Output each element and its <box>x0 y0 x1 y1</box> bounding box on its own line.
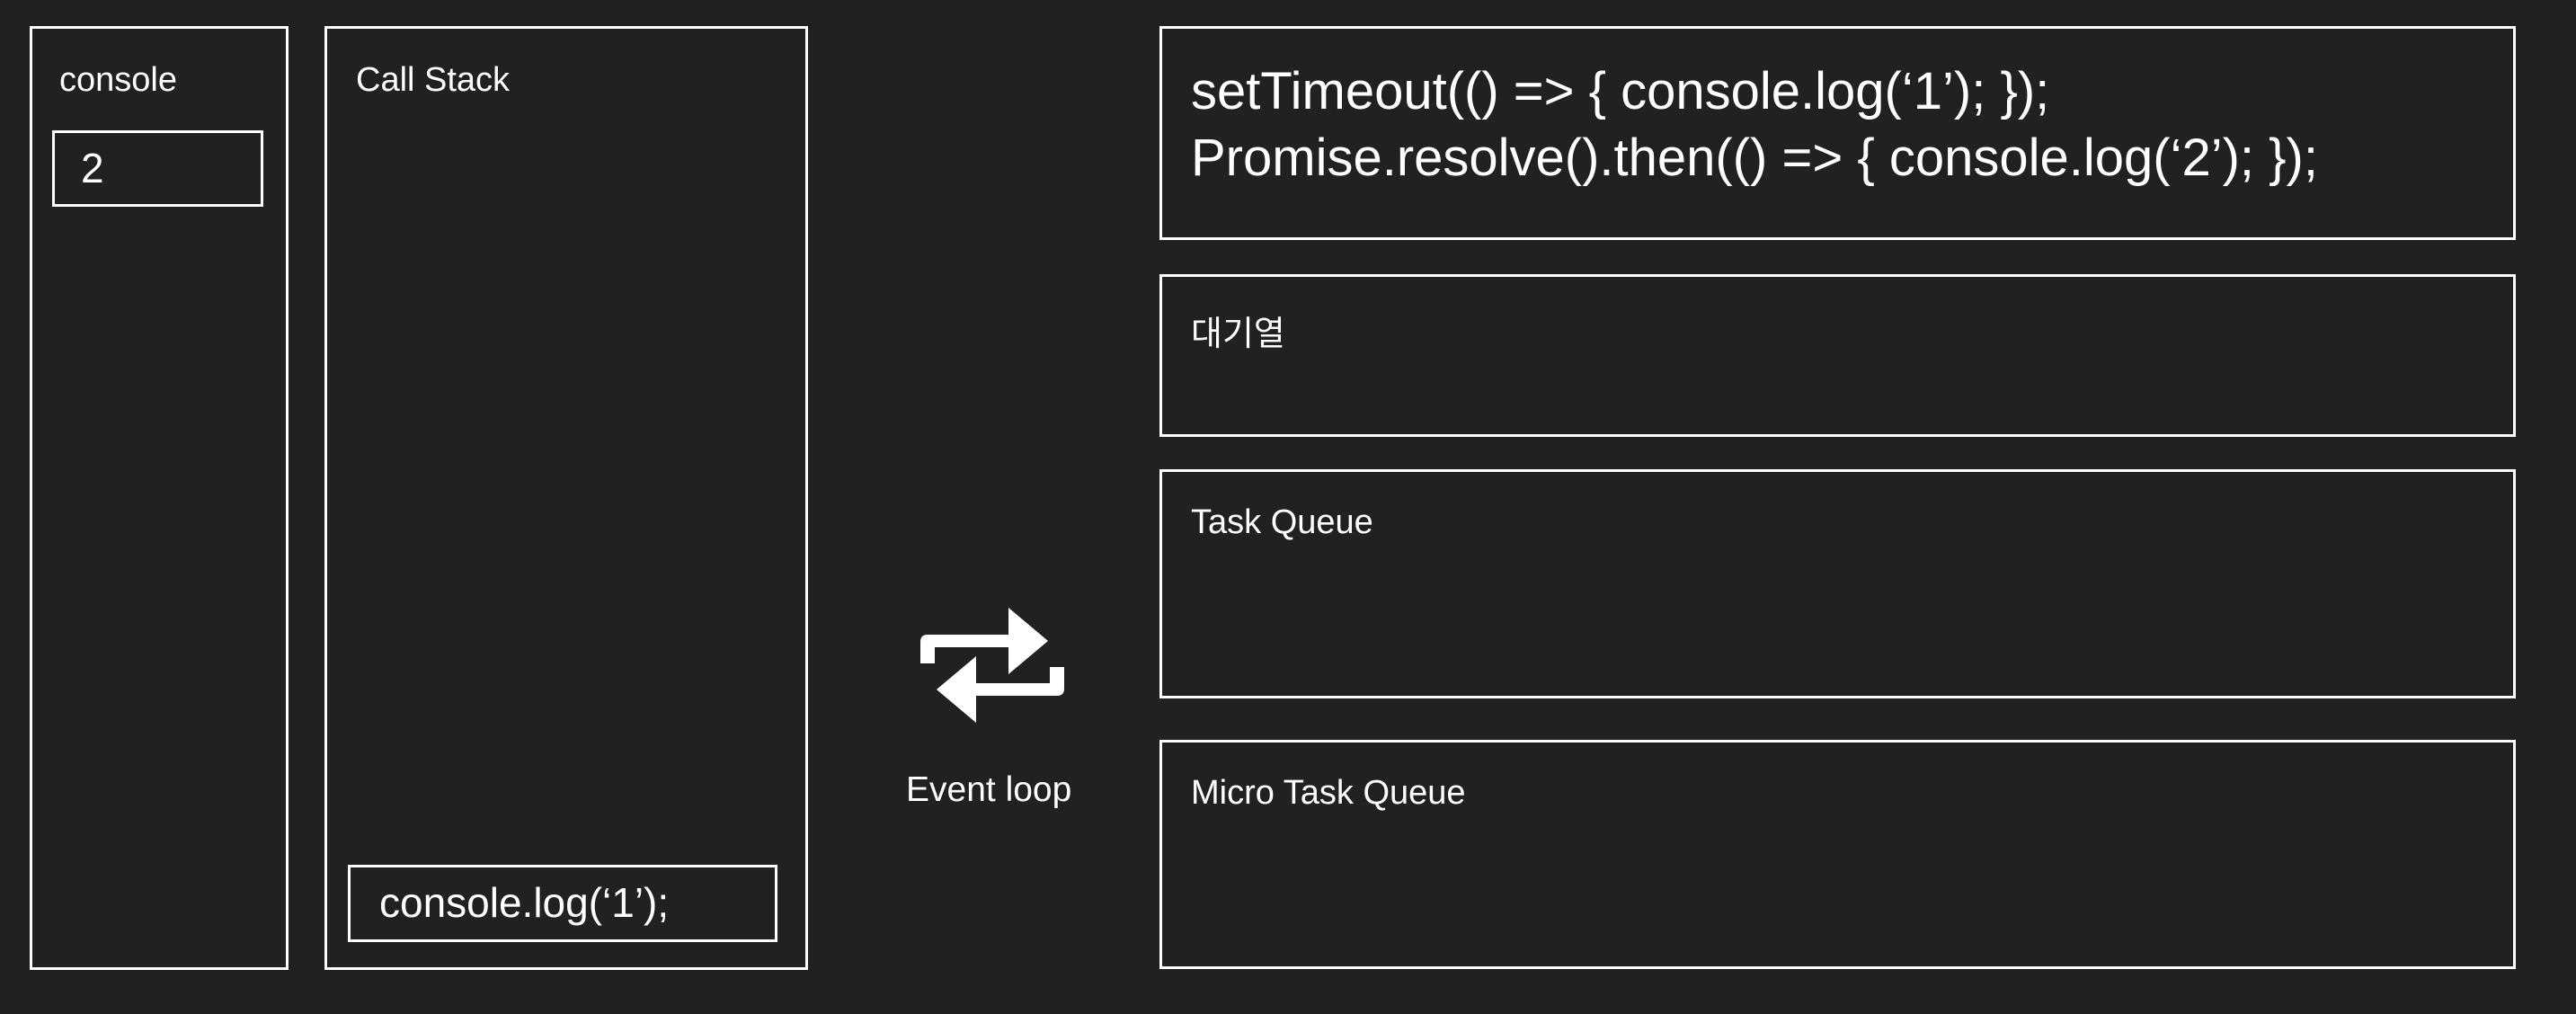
micro-task-queue-panel <box>1159 740 2516 969</box>
event-loop-label: Event loop <box>906 770 1072 809</box>
code-line: Promise.resolve().then(() => { console.l… <box>1191 129 2318 187</box>
console-output-entry <box>52 130 263 207</box>
console-panel <box>30 26 289 970</box>
task-queue-title: Task Queue <box>1191 503 1373 541</box>
code-panel <box>1159 26 2516 240</box>
call-stack-panel <box>324 26 808 970</box>
call-stack-frame-text: console.log(‘1’); <box>379 879 670 926</box>
call-stack-title: Call Stack <box>356 61 511 99</box>
waiting-panel <box>1159 274 2516 437</box>
console-output-text: 2 <box>81 145 104 191</box>
repeat-arrows-icon <box>920 608 1064 723</box>
waiting-title: 대기열 <box>1191 314 1285 353</box>
console-title: console <box>59 61 177 99</box>
task-queue-panel <box>1159 469 2516 698</box>
code-line: setTimeout(() => { console.log(‘1’); }); <box>1191 62 2050 120</box>
micro-task-queue-title: Micro Task Queue <box>1191 774 1466 812</box>
call-stack-frame <box>348 865 777 942</box>
